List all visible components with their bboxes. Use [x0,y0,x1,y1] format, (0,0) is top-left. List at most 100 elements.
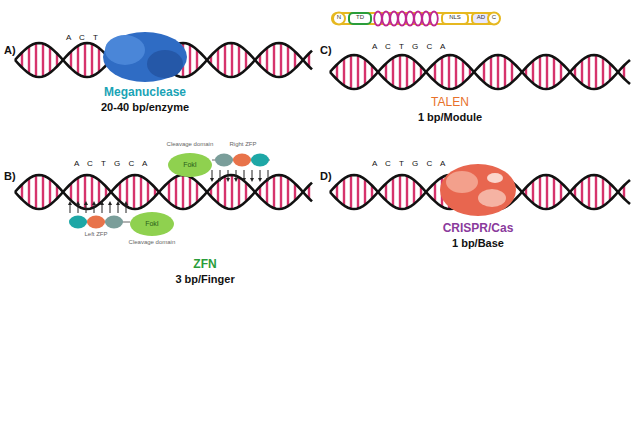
base-pair [98,48,100,72]
arrow-head [226,178,230,182]
base-pair [497,55,499,89]
base-pair [413,180,415,204]
tale-repeat [422,12,430,26]
base-pair [35,175,37,208]
domain-label: N [337,14,341,21]
base-pair [413,60,415,84]
dna-strand [15,175,312,209]
base-pair [602,58,604,86]
meganuclease-protein [103,32,187,82]
base-pair [455,56,457,87]
base-pair [217,49,219,71]
base-pair [364,59,366,85]
base-pair [28,47,30,74]
base-pair [490,57,492,87]
protein-blob [487,173,503,183]
domain-label: Left ZFP [85,231,108,238]
dna-strand [15,175,312,209]
tale-repeat [398,12,406,26]
base-pair [287,46,289,74]
domain-label: C [492,14,496,21]
base-pair [287,178,289,206]
base-pair [140,176,142,207]
base-pair [245,51,247,70]
zinc-finger [105,216,123,229]
base-pair [77,46,79,74]
n-term [333,13,345,25]
base-pair [399,55,401,89]
base-pair [42,44,44,77]
arrow-head [92,201,96,205]
base-pair [273,44,275,76]
arrow-head [84,201,88,205]
arrow-head [108,201,112,205]
talen-protein [332,12,500,26]
base-pair [35,43,37,76]
base-pair [189,177,191,207]
base-pair [224,176,226,207]
base-pair [147,181,149,203]
base-pair [560,183,562,202]
base-pair [350,55,352,88]
base-pair [91,176,93,208]
base-pair [553,57,555,86]
zinc-finger [87,216,105,229]
base-pair [602,178,604,206]
base-pair [238,177,240,206]
dna-strand [330,55,630,89]
tale-repeat [406,12,414,26]
base-pair [392,178,394,206]
contact-arrows [68,201,128,213]
method-name: TALEN [431,96,469,109]
domain-label: Cleavage domain [167,141,214,148]
base-pair [581,180,583,204]
tale-repeat [414,12,422,26]
cas-protein [440,164,516,216]
protein-blob [147,50,183,78]
base-pair [196,50,198,71]
panel-letter: B) [4,170,16,182]
base-pair [532,181,534,203]
base-pair [595,175,597,209]
base-pair [133,175,135,209]
foki-domain [168,153,212,177]
base-pair [434,183,436,202]
protein-blob [478,189,506,207]
base-pair [588,56,590,88]
base-pair [245,183,247,202]
protein-blob [446,171,478,193]
base-pair [280,43,282,77]
contact-arrows [210,170,270,182]
arrow-head [242,178,246,182]
base-pair [483,62,485,83]
base-pair [595,55,597,89]
base-pair [357,56,359,89]
base-pair [511,62,513,83]
arrow-head [124,201,128,205]
base-pair [539,56,541,87]
base-pair [406,56,408,88]
method-name: ZFN [193,258,216,271]
tale-repeat [382,12,390,26]
zfn-right [168,153,270,182]
talen-repeats [374,12,438,26]
domain-label: AD [477,14,485,21]
base-pair [119,183,121,202]
base-pair [532,61,534,83]
base-pair [196,182,198,203]
base-pair [350,175,352,208]
foki-domain [130,212,174,236]
arrow-head [218,178,222,182]
panel-letter: A) [4,44,16,56]
base-pair [343,59,345,86]
base-pair [273,176,275,208]
base-pair [504,57,506,87]
base-pair [560,63,562,82]
domain-label: Cleavage domain [129,239,176,246]
zinc-finger [233,154,251,167]
arrow-head [116,201,120,205]
base-letters: A C T G C A [74,160,150,169]
arrow-head [100,201,104,205]
base-pair [462,61,464,83]
